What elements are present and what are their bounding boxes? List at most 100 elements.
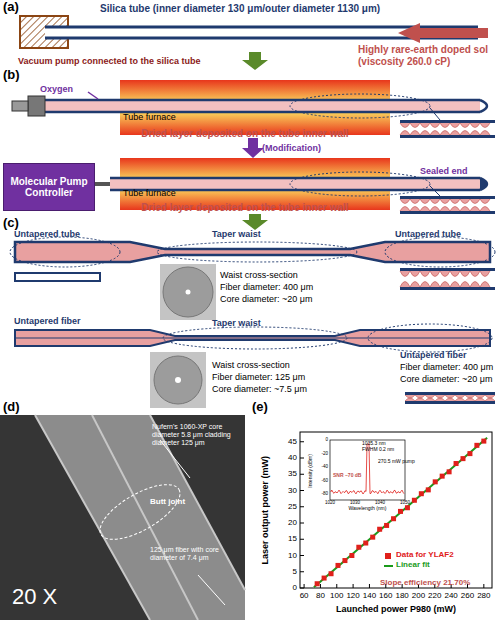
tick-mark xyxy=(320,584,321,588)
tick-label: 25 xyxy=(277,502,297,511)
tapered-tube xyxy=(15,242,490,262)
zoom-ellipse xyxy=(368,324,492,352)
tick-label: 5 xyxy=(277,567,297,576)
data-point xyxy=(460,456,465,461)
tick-label: 160 xyxy=(374,591,398,600)
fiber-edge xyxy=(150,415,245,590)
tick-label: 120 xyxy=(341,591,365,600)
tick-mark xyxy=(304,584,305,588)
tick-label: 100 xyxy=(325,591,349,600)
process-label: Oxygen xyxy=(40,84,100,94)
zoom-leader xyxy=(430,186,440,196)
tick-label: 200 xyxy=(406,591,430,600)
tapered-fiber xyxy=(15,330,490,346)
process-label: Sealed end xyxy=(420,166,500,176)
tube-end xyxy=(480,100,487,112)
fiber-cladding xyxy=(154,356,202,404)
controller-box: Molecular Pump Controller xyxy=(3,163,95,211)
data-point xyxy=(412,498,417,503)
vacuum-line xyxy=(95,182,110,186)
fiber-image xyxy=(35,415,245,620)
zoom-ellipse xyxy=(157,242,357,262)
sealed-end xyxy=(480,178,487,190)
fiber-core xyxy=(175,377,181,383)
data-point xyxy=(342,558,347,563)
sol-arrow xyxy=(398,23,488,43)
process-label: Core diameter: ~20 μm xyxy=(220,294,340,304)
panel-label: Laser output power (mW) xyxy=(260,435,270,585)
tick-mark xyxy=(300,506,304,507)
zoom-leader xyxy=(430,108,440,120)
tick-label: -80 xyxy=(315,491,328,496)
dried-layer xyxy=(400,123,490,135)
data-point xyxy=(474,443,479,448)
tube-wall xyxy=(400,120,495,123)
panel-label: (e) xyxy=(252,400,282,415)
panel-label: Slope efficiency 21.70% xyxy=(380,578,495,587)
tick-label: 80 xyxy=(308,591,332,600)
data-point xyxy=(356,545,361,550)
tick-label: 1050 xyxy=(397,500,413,505)
process-label: Tube furnace xyxy=(123,112,213,122)
tube-wall xyxy=(405,401,495,404)
process-label: Waist cross-section xyxy=(220,270,340,280)
data-point xyxy=(384,523,389,528)
tick-mark xyxy=(300,490,304,491)
dried-layer xyxy=(400,199,490,211)
tick-mark xyxy=(353,584,354,588)
tick-mark xyxy=(300,571,304,572)
process-label: Taper waist xyxy=(212,318,302,328)
tick-mark xyxy=(300,539,304,540)
tick-label: 240 xyxy=(439,591,463,600)
coated-tube xyxy=(110,179,480,189)
data-point xyxy=(467,451,472,456)
panel-label: 1035.3 nm xyxy=(362,441,407,447)
data-point xyxy=(398,509,403,514)
step-arrow xyxy=(242,214,268,230)
oxygen-arrow xyxy=(88,92,98,99)
data-point xyxy=(391,516,396,521)
process-label: (a) xyxy=(3,0,33,15)
legend-swatch xyxy=(385,553,391,559)
box-text: Molecular Pump Controller xyxy=(6,176,92,199)
panel-label: FWHM 0.2 nm xyxy=(362,447,407,453)
panel-label: 20 X xyxy=(12,584,82,609)
modification-arrow xyxy=(242,138,264,158)
process-label: (b) xyxy=(3,68,33,83)
data-point xyxy=(447,469,452,474)
tick-label: -40 xyxy=(315,464,328,469)
joint-ellipse xyxy=(92,474,188,550)
panel-label: Launched power P980 (mW) xyxy=(300,604,492,614)
micrograph xyxy=(0,415,245,620)
panel-label: SNR ~70 dB xyxy=(333,473,378,479)
tick-mark xyxy=(300,441,304,442)
tick-label: 220 xyxy=(423,591,447,600)
tube-wall xyxy=(45,111,480,114)
data-point xyxy=(440,474,445,479)
panel-label: Nufern's 1060-XP core diameter 5.8 μm cl… xyxy=(152,423,242,447)
tube-wall xyxy=(400,196,495,199)
process-label: Dried layer deposited on the tube inner … xyxy=(95,128,395,140)
tick-label: -20 xyxy=(315,451,328,456)
data-point xyxy=(454,461,459,466)
tick-label: 1030 xyxy=(347,500,363,505)
tick-mark xyxy=(336,584,337,588)
tube-wall xyxy=(400,287,495,290)
panel-label: Butt joint xyxy=(150,497,220,506)
tick-label: 10 xyxy=(277,551,297,560)
data-point xyxy=(363,541,368,546)
dried-layer xyxy=(400,271,490,287)
panel-label: Intensity (dBm) xyxy=(308,446,314,496)
process-label: (Modification) xyxy=(262,143,372,153)
tick-label: 35 xyxy=(277,469,297,478)
legend-text: Data for YLAF2 xyxy=(396,550,496,559)
data-point xyxy=(426,487,431,492)
data-point xyxy=(322,576,327,581)
process-label: Core diameter: ~20 μm xyxy=(400,374,500,384)
process-label: Highly rare-earth doped sol (viscosity 2… xyxy=(358,44,498,67)
panel-label: 125 μm fiber with core diameter of 7.4 μ… xyxy=(150,546,240,562)
process-label: Vacuum pump connected to the silica tube xyxy=(18,56,248,66)
data-point xyxy=(349,553,354,558)
